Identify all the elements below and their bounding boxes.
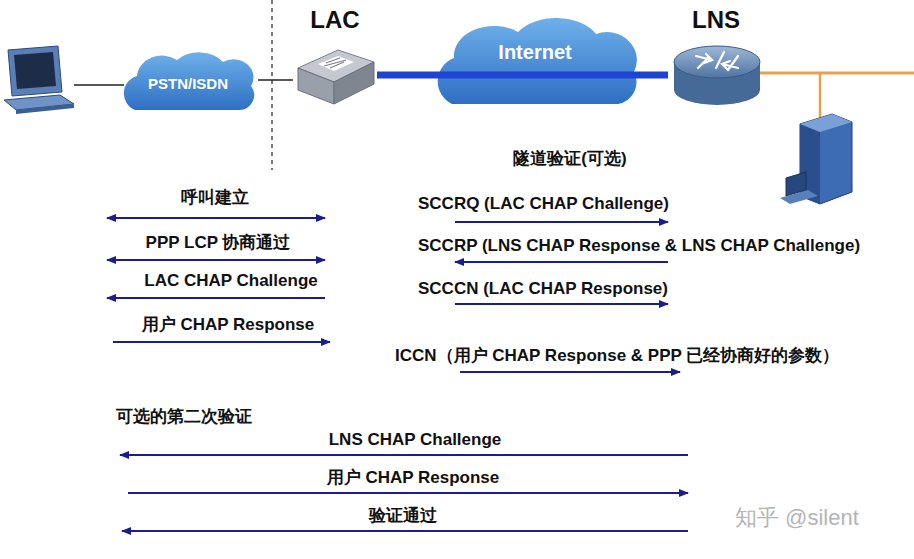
lan-line (760, 72, 914, 75)
message-label: LNS CHAP Challenge (329, 430, 502, 449)
server-icon (780, 114, 852, 204)
message-label: SCCRQ (LAC CHAP Challenge) (418, 194, 669, 213)
message-label: SCCRP (LNS CHAP Response & LNS CHAP Chal… (418, 236, 860, 255)
message-label: 用户 CHAP Response (327, 468, 500, 487)
message-label: 隧道验证(可选) (513, 149, 626, 168)
node-label: LNS (692, 6, 740, 34)
message-label: 用户 CHAP Response (142, 315, 315, 334)
node-label: Internet (498, 40, 571, 64)
lns-router-icon (674, 46, 760, 105)
watermark: 知乎 @silent (735, 506, 859, 530)
device-node: LNS (668, 6, 764, 108)
message-label: ICCN（用户 CHAP Response & PPP 已经协商好的参数） (395, 346, 839, 365)
lac-device-icon (298, 50, 374, 104)
divider-line (271, 0, 272, 170)
tunnel-link (377, 72, 668, 79)
pc-icon (4, 46, 74, 114)
device-node: LAC (293, 6, 377, 110)
message-arrows (107, 218, 688, 531)
message-label: SCCCN (LAC CHAP Response) (418, 279, 668, 298)
access-link (258, 79, 293, 81)
cloud-node: Internet (432, 30, 638, 104)
access-line (74, 84, 124, 86)
internet-cloud (438, 18, 637, 104)
message-label: 可选的第二次验证 (116, 407, 252, 426)
cloud-node: PSTN/ISDN (118, 56, 258, 110)
lan-drop (819, 73, 822, 120)
message-label: PPP LCP 协商通过 (146, 233, 291, 252)
pstn-cloud (124, 52, 254, 110)
message-label: LAC CHAP Challenge (144, 271, 318, 290)
message-label: 呼叫建立 (181, 188, 249, 207)
node-label: PSTN/ISDN (148, 74, 228, 93)
node-label: LAC (310, 6, 359, 34)
message-label: 验证通过 (369, 506, 437, 525)
